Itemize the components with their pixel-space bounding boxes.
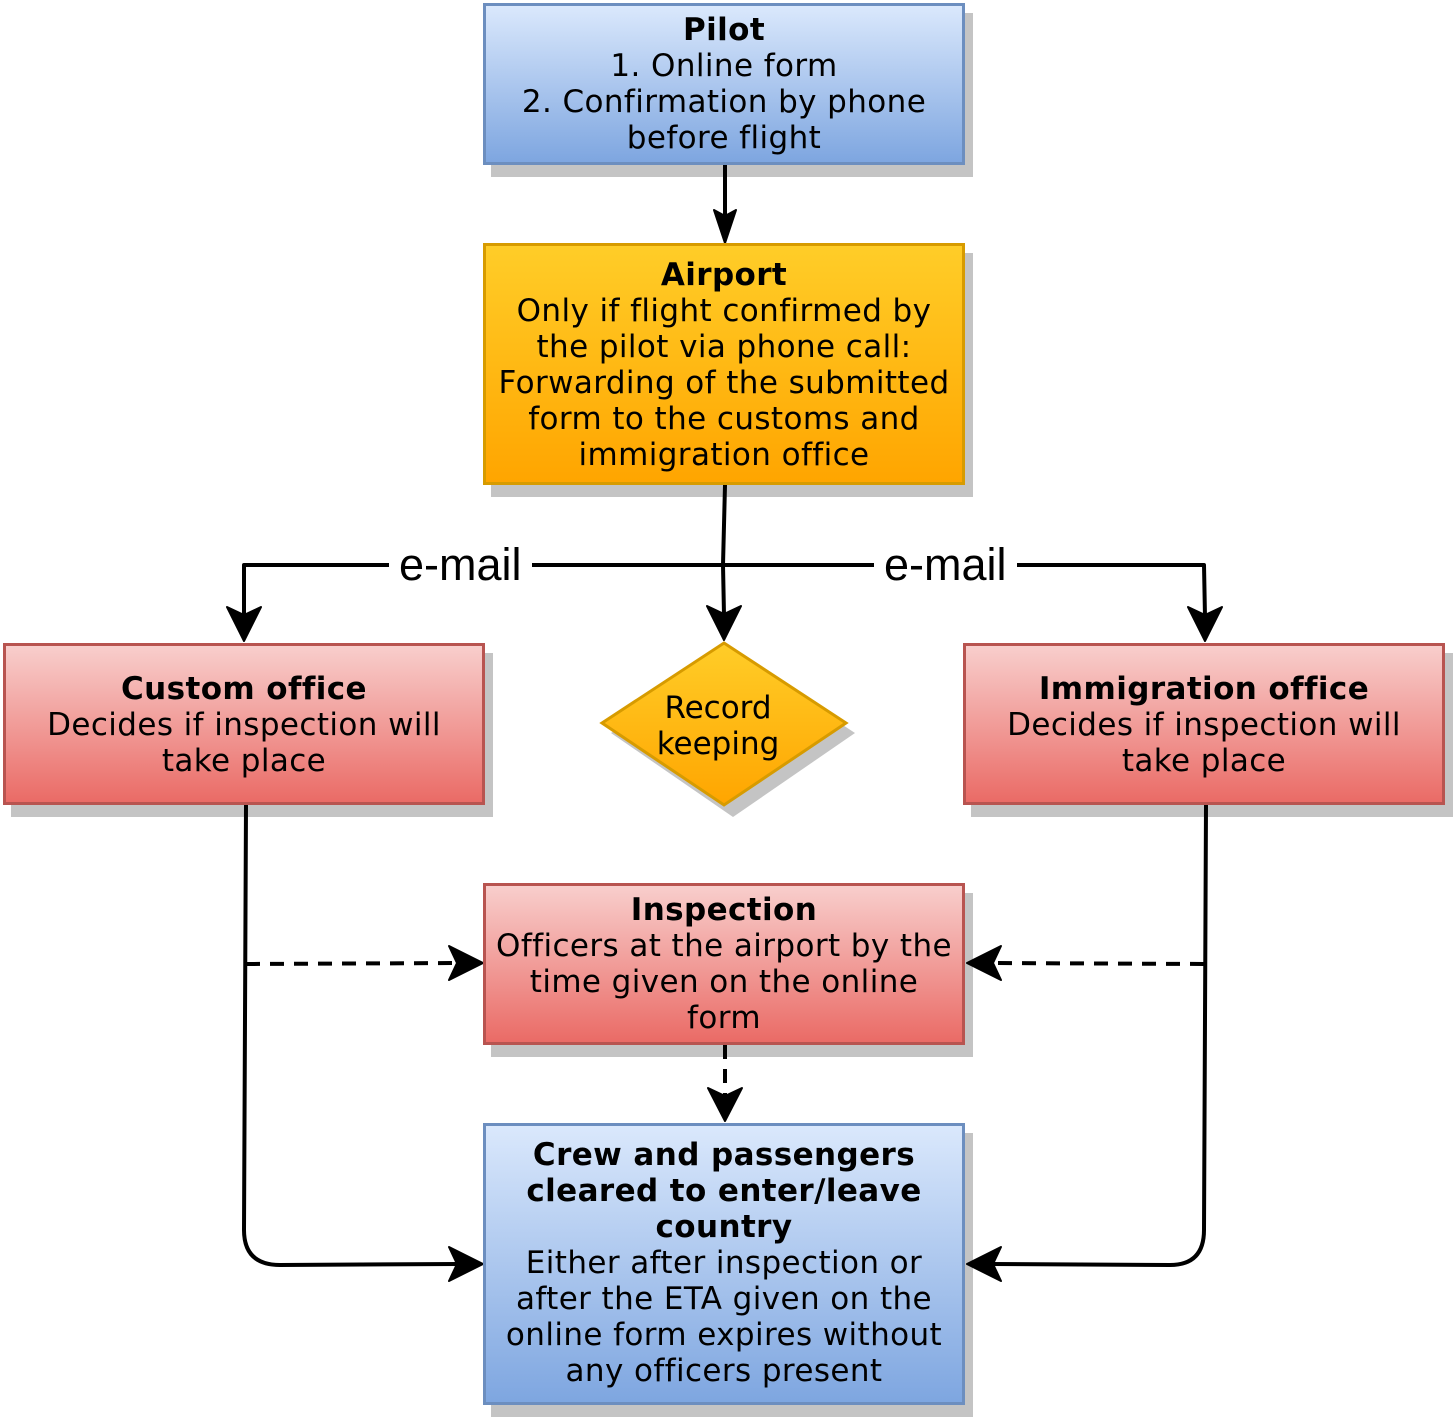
cleared-title-1: Crew and passengers: [532, 1137, 916, 1173]
record-keeping-line-1: Record: [664, 690, 772, 726]
edge-airport-record: [721, 484, 727, 616]
inspection-line-2: time given on the online: [529, 964, 919, 1000]
arrowhead-record: [706, 605, 742, 641]
record-keeping-line-2: keeping: [656, 726, 780, 762]
arrowhead-cleared-top: [707, 1087, 743, 1122]
inspection-node[interactable]: Inspection Officers at the airport by th…: [483, 883, 965, 1045]
edge-immigration-inspection: [991, 961, 1205, 966]
airport-node[interactable]: Airport Only if flight confirmed by the …: [483, 243, 965, 485]
arrowhead-airport: [713, 209, 737, 244]
cleared-title-2: cleared to enter/leave: [526, 1173, 922, 1209]
pilot-line-2: 2. Confirmation by phone: [521, 84, 927, 120]
custom-office-line-1: Decides if inspection will: [47, 707, 441, 743]
airport-line-1: Only if flight confirmed by: [516, 293, 932, 329]
immigration-office-line-2: take place: [1121, 743, 1287, 779]
airport-line-5: immigration office: [578, 437, 870, 473]
immigration-office-node[interactable]: Immigration office Decides if inspection…: [963, 643, 1445, 805]
inspection-line-3: form: [687, 1000, 761, 1036]
airport-line-4: form to the customs and: [528, 401, 920, 437]
arrowhead-cleared-right: [966, 1246, 1002, 1282]
email-label-left: e-mail: [389, 540, 532, 590]
pilot-line-3: before flight: [626, 120, 822, 156]
immigration-office-line-1: Decides if inspection will: [1007, 707, 1401, 743]
arrowhead-immigration: [1187, 606, 1223, 642]
record-keeping-diamond: [599, 641, 849, 807]
arrowhead-custom: [226, 606, 262, 642]
email-label-right: e-mail: [874, 540, 1017, 590]
pilot-line-1: 1. Online form: [610, 48, 838, 84]
airport-line-2: the pilot via phone call:: [536, 329, 912, 365]
record-keeping-node[interactable]: Record keeping: [618, 686, 818, 766]
edge-custom-inspection: [245, 961, 459, 966]
inspection-title: Inspection: [630, 892, 818, 928]
custom-office-title: Custom office: [121, 671, 367, 707]
cleared-line-1: Either after inspection or: [525, 1245, 923, 1281]
arrowhead-cleared-left: [448, 1246, 484, 1282]
edge-immigration-cleared: [991, 804, 1208, 1267]
arrowhead-inspection-right: [966, 945, 1002, 981]
cleared-title-3: country: [655, 1209, 793, 1245]
cleared-line-3: online form expires without: [505, 1317, 943, 1353]
airport-line-3: Forwarding of the submitted: [498, 365, 950, 401]
airport-title: Airport: [660, 257, 788, 293]
custom-office-node[interactable]: Custom office Decides if inspection will…: [3, 643, 485, 805]
cleared-line-4: any officers present: [565, 1353, 883, 1389]
custom-office-line-2: take place: [161, 743, 327, 779]
inspection-line-1: Officers at the airport by the: [496, 928, 952, 964]
pilot-node[interactable]: Pilot 1. Online form 2. Confirmation by …: [483, 3, 965, 165]
pilot-title: Pilot: [682, 12, 766, 48]
arrowhead-inspection-left: [448, 945, 484, 981]
edge-custom-cleared: [242, 804, 459, 1267]
edge-email-left: [242, 563, 723, 617]
immigration-office-title: Immigration office: [1038, 671, 1370, 707]
cleared-line-2: after the ETA given on the: [515, 1281, 933, 1317]
cleared-node[interactable]: Crew and passengers cleared to enter/lea…: [483, 1123, 965, 1405]
